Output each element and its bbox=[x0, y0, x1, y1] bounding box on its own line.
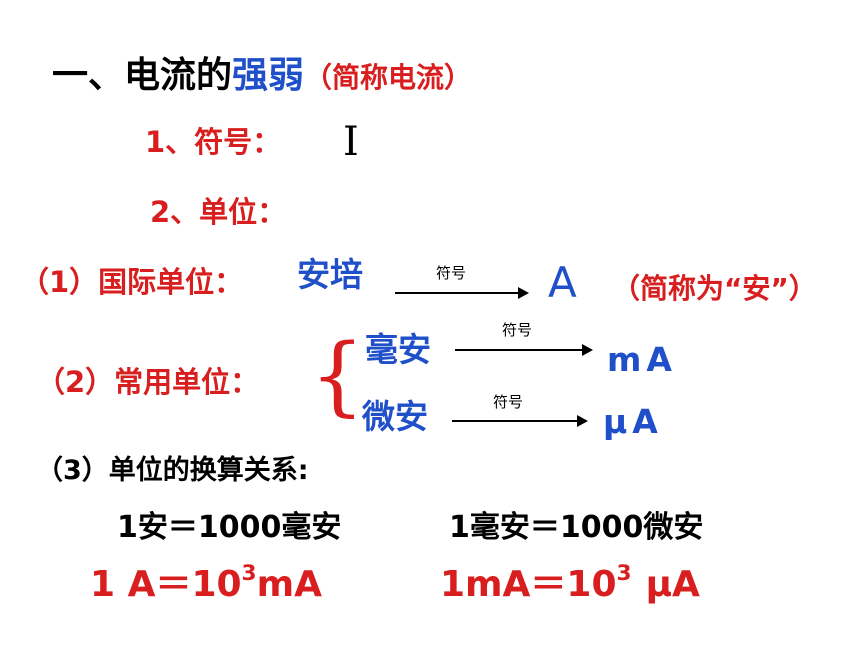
conversion-formula-2: 1mA＝103 μA bbox=[440, 563, 700, 605]
intl-unit-note: （简称为“安”） bbox=[612, 272, 817, 305]
microamp-symbol: μA bbox=[603, 402, 663, 441]
milliamp-arrow bbox=[455, 344, 593, 356]
conversion-eq2: 1毫安＝1000微安 bbox=[449, 510, 704, 545]
formula-2-rhs: μA bbox=[645, 564, 700, 605]
symbol-label: 1、符号： bbox=[145, 125, 282, 159]
microamp-name: 微安 bbox=[362, 397, 428, 436]
symbol-value: I bbox=[343, 119, 359, 165]
title-emphasis: 强弱 bbox=[232, 55, 305, 96]
page-title: 一、电流的强弱（简称电流） bbox=[52, 58, 472, 94]
conversion-eq1: 1安＝1000毫安 bbox=[117, 510, 342, 545]
intl-unit-name: 安培 bbox=[297, 255, 363, 294]
intl-arrow-label: 符号 bbox=[436, 264, 467, 282]
unit-label: 2、单位： bbox=[150, 195, 287, 229]
milliamp-arrow-label: 符号 bbox=[502, 321, 533, 339]
intl-arrow bbox=[395, 287, 529, 299]
microamp-arrow bbox=[452, 415, 588, 427]
conversion-label: （3）单位的换算关系: bbox=[36, 455, 309, 486]
formula-1-lhs: 1 A＝10 bbox=[90, 564, 242, 605]
title-note: （简称电流） bbox=[304, 61, 473, 94]
brace-icon: { bbox=[310, 326, 365, 426]
common-unit-label: （2）常用单位： bbox=[36, 365, 260, 399]
formula-1-rhs: mA bbox=[256, 564, 322, 605]
title-prefix: 一、电流的 bbox=[52, 55, 233, 96]
milliamp-symbol: mA bbox=[607, 340, 677, 379]
intl-unit-label: （1）国际单位： bbox=[20, 265, 244, 299]
milliamp-name: 毫安 bbox=[365, 330, 431, 369]
formula-2-lhs: 1mA＝10 bbox=[440, 564, 617, 605]
conversion-formula-1: 1 A＝103mA bbox=[90, 563, 322, 605]
intl-unit-symbol: A bbox=[548, 258, 577, 307]
formula-1-exponent: 3 bbox=[241, 560, 257, 586]
formula-2-exponent: 3 bbox=[616, 560, 632, 586]
microamp-arrow-label: 符号 bbox=[493, 393, 524, 411]
